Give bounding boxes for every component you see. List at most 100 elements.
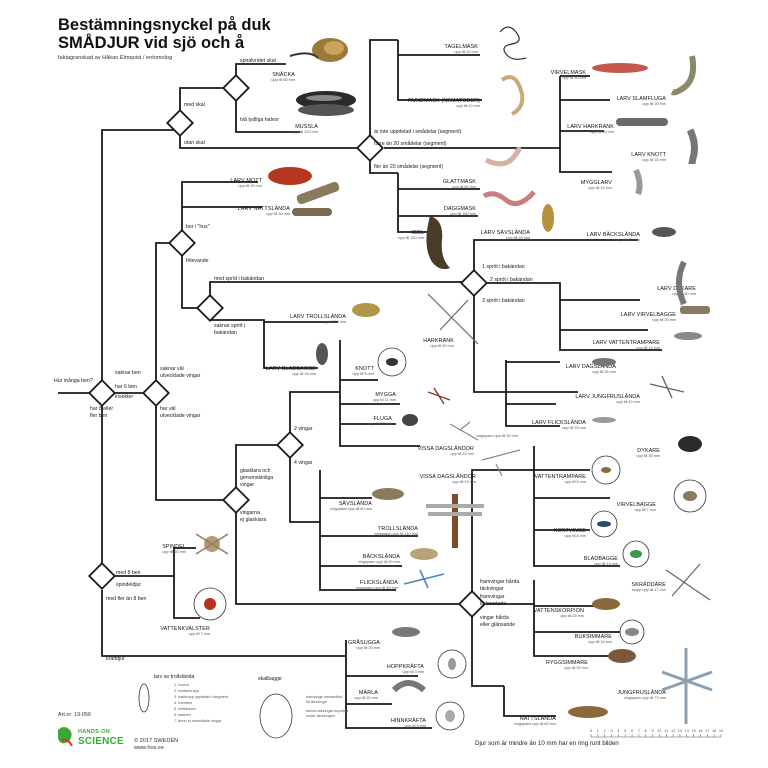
svg-text:LARV KNOTT: LARV KNOTT: [631, 152, 666, 158]
pond-skater-icon: [665, 563, 711, 601]
svg-text:upp till 50 mm: upp till 50 mm: [452, 185, 476, 189]
answer-glossy-wings-2: eller glänsande: [480, 622, 515, 628]
ruler-number: 4: [617, 729, 619, 733]
svg-text:LARV VATTENTRAMPARE: LARV VATTENTRAMPARE: [593, 340, 661, 346]
svg-text:KNOTT: KNOTT: [355, 366, 374, 372]
ruler-number: 7: [638, 729, 640, 733]
answer-clear-wings-2: genomskinliga: [240, 475, 273, 481]
backswimmer-small-icon: [619, 619, 645, 645]
label-rundmask: RUNDMASK (NEMATODER)upp till 10 mm: [408, 98, 480, 108]
svg-text:VATTENKVALSTER: VATTENKVALSTER: [160, 626, 210, 632]
answer-leathery-forewings-2: läderartade: [480, 601, 506, 607]
svg-text:upp till 15 mm: upp till 15 mm: [642, 158, 666, 162]
hairworm-icon: [499, 26, 527, 60]
svg-text:LARV NATTSLÄNDA: LARV NATTSLÄNDA: [238, 205, 291, 212]
answer-six-legs: har 6 ben: [115, 384, 137, 390]
mayfly-4wing-icon: [481, 449, 521, 477]
mussel-icon: [296, 91, 356, 116]
svg-text:upp till 50 mm: upp till 50 mm: [322, 320, 346, 324]
svg-text:upp till 30 mm: upp till 30 mm: [562, 76, 586, 80]
svg-text:MUSSLA: MUSSLA: [295, 124, 318, 130]
svg-text:FLUGA: FLUGA: [374, 416, 393, 422]
leaf-beetle-larva-icon: [316, 343, 328, 365]
diving-beetle-larva-icon: [676, 260, 687, 306]
answer-with-tail-spike: med spröt i bakändan: [214, 276, 264, 282]
svg-text:GLATTMASK: GLATTMASK: [443, 179, 476, 185]
water-mite-icon: [193, 587, 227, 621]
stream-stonefly-larva-icon: [652, 227, 676, 237]
svg-text:MYGGA: MYGGA: [375, 392, 396, 398]
legend-item-5: 5. mellanben: [174, 707, 196, 711]
svg-text:upp till 23 mm: upp till 23 mm: [450, 452, 474, 456]
fly-icon: [402, 414, 418, 426]
svg-text:upp till 60 mm: upp till 60 mm: [672, 292, 696, 296]
svg-text:upp till 25 mm: upp till 25 mm: [560, 614, 584, 618]
svg-text:upp till 23 mm: upp till 23 mm: [452, 480, 476, 484]
svg-text:MÄRLA: MÄRLA: [359, 689, 378, 696]
svg-text:VIRVELBAGGE: VIRVELBAGGE: [617, 502, 657, 508]
svg-text:upp till 40 mm: upp till 40 mm: [616, 400, 640, 404]
ruler-number: 2: [604, 729, 606, 733]
diving-beetle-icon: [678, 436, 702, 452]
beetle-note-3: tunna bakvingar hopvikta: [306, 709, 349, 713]
article-number: Art.nr: 19-056: [58, 712, 91, 718]
svg-text:upp till 25 mm: upp till 25 mm: [506, 236, 530, 240]
svg-text:LARV VIRVELBAGGE: LARV VIRVELBAGGE: [621, 312, 677, 318]
alderfly-icon: [372, 488, 404, 500]
answer-clear-wings-3: vingar: [240, 482, 254, 488]
legend-item-3: 3. bakkropp uppdelad i segment: [174, 695, 229, 699]
spider-icon: [195, 533, 229, 555]
damselfly-icon: [403, 569, 445, 589]
svg-text:LARV MOTT: LARV MOTT: [230, 178, 262, 184]
svg-text:MYGGLARV: MYGGLARV: [581, 180, 613, 186]
svg-text:upp till 16 mm: upp till 16 mm: [588, 640, 612, 644]
answer-more-than-eight-legs: med fler än 8 ben: [106, 596, 146, 602]
svg-text:LARV SÄVSLÄNDA: LARV SÄVSLÄNDA: [481, 229, 531, 236]
svg-text:LARV FLICKSLÄNDA: LARV FLICKSLÄNDA: [532, 419, 586, 426]
ruler-number: 19: [719, 729, 723, 733]
poster-header: Bestämningsnyckel på duk SMÅDJUR vid sjö…: [58, 16, 378, 61]
midge-larva-icon: [633, 168, 643, 196]
svg-text:vingspann upp till 35 mm: vingspann upp till 35 mm: [476, 434, 518, 438]
svg-text:JUNGFRUSLÄNDA: JUNGFRUSLÄNDA: [617, 689, 666, 696]
ruler-number: 14: [685, 729, 689, 733]
svg-text:upp till 120 mm: upp till 120 mm: [292, 130, 318, 134]
svg-text:TAGELMASK: TAGELMASK: [445, 44, 479, 50]
answer-leathery-forewings: framvingar: [480, 594, 505, 600]
svg-text:BLADBAGGE: BLADBAGGE: [584, 556, 618, 562]
logo-line-2: SCIENCE: [78, 736, 124, 747]
hands-on-science-logo: HANDS-ON SCIENCE: [54, 726, 126, 752]
beetle-note-1: framvinge omvandlad: [306, 695, 342, 699]
answer-no-developed-wings-2: utvecklade vingar: [160, 373, 201, 379]
svg-text:SNÄCKA: SNÄCKA: [272, 71, 295, 78]
answer-no-legs: saknar ben: [115, 370, 141, 376]
ruler-number: 15: [691, 729, 695, 733]
water-strider-larva-icon: [674, 332, 702, 340]
larva-legend-title: larv av trollslända: [154, 674, 194, 680]
caddisfly-icon: [568, 706, 608, 718]
smooth-worm-icon: [484, 146, 522, 167]
ruler-number: 8: [645, 729, 647, 733]
water-flea-icon: [435, 701, 465, 731]
cranefly-icon: [427, 293, 479, 345]
beetle-note-4: under täckvingen: [306, 714, 335, 718]
svg-text:HOPPKRÄFTA: HOPPKRÄFTA: [387, 663, 424, 670]
answer-over-20-segments: fler än 20 smådelar (segment): [374, 163, 443, 170]
